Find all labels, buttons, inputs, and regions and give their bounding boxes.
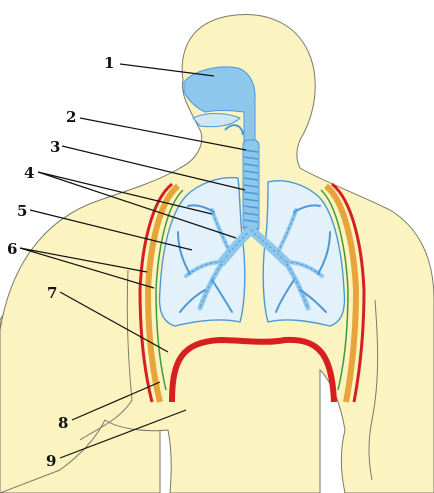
label-2: 2 — [66, 108, 76, 126]
label-8: 8 — [58, 414, 68, 432]
label-7: 7 — [47, 284, 57, 302]
label-9: 9 — [46, 452, 56, 470]
label-1: 1 — [104, 54, 114, 72]
label-3: 3 — [50, 138, 60, 156]
label-4: 4 — [24, 164, 34, 182]
label-6: 6 — [7, 240, 17, 258]
label-5: 5 — [17, 202, 27, 220]
